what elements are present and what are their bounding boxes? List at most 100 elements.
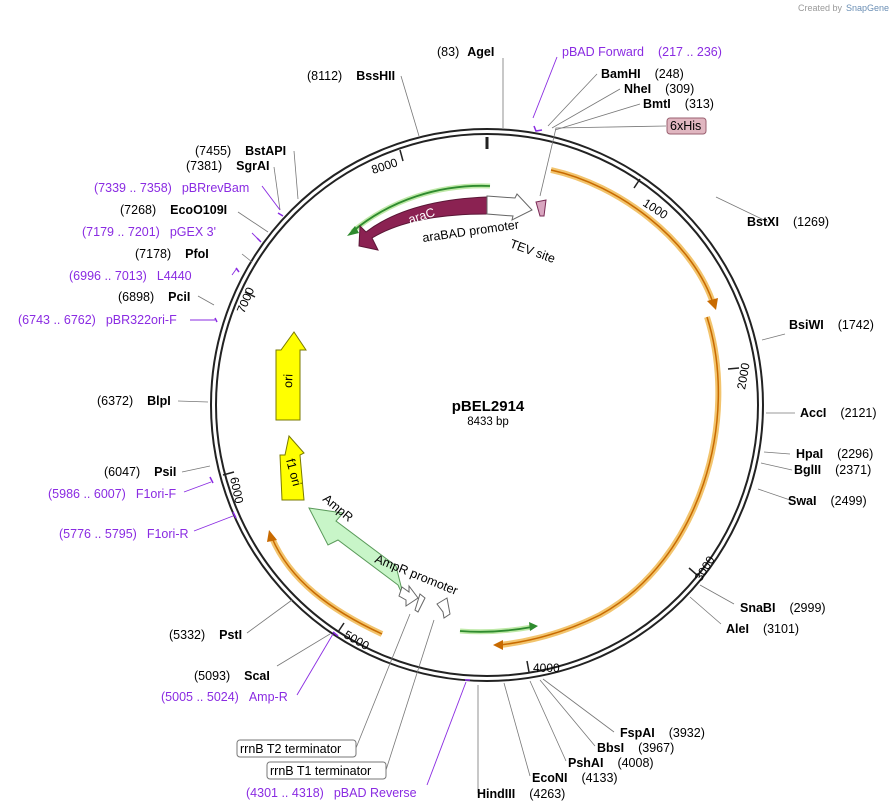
enzyme-pos-hindiii: (4263) [529,787,565,801]
rrnb-t2-feature[interactable] [414,593,426,613]
enzyme-sgrai: SgrAI [236,159,269,173]
svg-text:(83)AgeI: (83) AgeI [437,45,494,59]
tick-label-2000: 2000 [734,361,752,390]
svg-text:BsiWI(1742): BsiWI(1742) [789,318,874,332]
tick-label-3000: 3000 [692,553,718,583]
arabad-promoter-feature[interactable] [486,193,533,221]
enzyme-snabi: SnaBI [740,601,775,615]
enzyme-swai: SwaI [788,494,817,508]
ori-feature[interactable] [275,331,307,421]
enzyme-pos-blpi: (6372) [97,394,133,408]
enzyme-alei: AleI [726,622,749,636]
primer-range-l4440: (6996 .. 7013) [69,269,147,283]
enzyme-pos-bstapi: (7455) [195,144,231,158]
credit-prefix: Created by [798,3,843,13]
enzyme-fspai: FspAI [620,726,655,740]
his-tag-label: 6xHis [670,119,701,133]
green-arrow-top-head [347,226,359,236]
svg-text:PshAI(4008): PshAI(4008) [568,756,654,770]
tev-site-feature[interactable] [535,199,547,217]
primer-labels[interactable]: pBAD Forward(217 .. 236) (7339 .. 7358)p… [18,45,722,800]
svg-text:EcoNI(4133): EcoNI (4133) [532,771,618,785]
backbone-inner-ring [215,133,759,677]
enzyme-bstxi: BstXI [747,215,779,229]
primer-range-pbad-forward: (217 .. 236) [658,45,722,59]
enzyme-labels[interactable]: (83)AgeI BamHI(248) NheI(309) BmtI(313) … [97,45,877,801]
enzyme-econi: EcoNI [532,771,567,785]
enzyme-scai: ScaI [244,669,270,683]
tev-site-label: TEV site [508,237,557,266]
ori-label: ori [281,374,295,388]
enzyme-pos-agei: (83) [437,45,459,59]
svg-text:(5776 .. 5795)F1ori-R: (5776 .. 5795)F1ori-R [59,527,189,541]
svg-text:(7455)BstAPI: (7455) BstAPI [195,144,286,158]
enzyme-pos-snabi: (2999) [789,601,825,615]
svg-text:(6372)BlpI: (6372)BlpI [97,394,171,408]
svg-text:SwaI(2499): SwaI (2499) [788,494,867,508]
svg-text:(4301 .. 4318)pBAD Reverse: (4301 .. 4318)pBAD Reverse [246,786,417,800]
ampr-promoter-feature[interactable] [398,584,419,607]
tick-label-6000: 6000 [227,476,246,505]
enzyme-hindiii: HindIII [477,787,515,801]
enzyme-pos-bglii: (2371) [835,463,871,477]
enzyme-pos-pfoi: (7178) [135,247,171,261]
enzyme-acci: AccI [800,406,826,420]
svg-text:FspAI(3932): FspAI (3932) [620,726,705,740]
enzyme-agei: AgeI [467,45,494,59]
enzyme-pos-bamhi: (248) [655,67,684,81]
enzyme-pos-alei: (3101) [763,622,799,636]
primer-range-pbr322ori-f: (6743 .. 6762) [18,313,96,327]
svg-text:(7178)PfoI: (7178)PfoI [135,247,209,261]
enzyme-bamhi: BamHI [601,67,641,81]
enzyme-ecoo109i: EcoO109I [170,203,227,217]
enzyme-pos-acci: (2121) [840,406,876,420]
primer-range-amp-r: (5005 .. 5024) [161,690,239,704]
his-tag-label-box[interactable] [666,117,707,135]
enzyme-hpai: HpaI [796,447,823,461]
enzyme-pos-swai: (2499) [831,494,867,508]
svg-text:HpaI(2296): HpaI (2296) [796,447,873,461]
tick-marks [222,149,740,673]
primer-pbr322ori-f: pBR322ori-F [106,313,177,327]
enzyme-pos-fspai: (3932) [669,726,705,740]
primer-range-pgex3: (7179 .. 7201) [82,225,160,239]
enzyme-pos-hpai: (2296) [837,447,873,461]
enzyme-pos-bsshii: (8112) [307,69,342,83]
rrnb-t1-feature[interactable] [436,597,451,619]
enzyme-pos-bstxi: (1269) [793,215,829,229]
primer-marks [209,125,543,681]
svg-text:pBAD Forward(217 .. 236): pBAD Forward (217 .. 236) [562,45,722,59]
enzyme-pcii: PciI [168,290,190,304]
rrnb-t1-label-box[interactable] [266,761,387,780]
green-arrow-bottom-head [529,622,538,631]
primer-l4440: L4440 [157,269,192,283]
svg-text:SnaBI(2999): SnaBI (2999) [740,601,826,615]
backbone-outer-ring [210,128,764,682]
enzyme-pos-econi: (4133) [581,771,617,785]
f1-ori-feature[interactable] [279,434,305,501]
svg-text:AccI(2121): AccI (2121) [800,406,877,420]
enzyme-pos-bsiwi: (1742) [838,318,874,332]
enzyme-pos-sgrai: (7381) [186,159,222,173]
primer-pbad-reverse: pBAD Reverse [334,786,417,800]
enzyme-bstapi: BstAPI [245,144,286,158]
primer-pgex3: pGEX 3' [170,225,216,239]
rrnb-t2-label-box[interactable] [236,739,357,758]
enzyme-bmti: BmtI [643,97,671,111]
primer-range-f1ori-f: (5986 .. 6007) [48,487,126,501]
svg-text:BamHI(248): BamHI (248) [601,67,684,81]
primer-amp-r: Amp-R [249,690,288,704]
ampr-feature[interactable] [308,507,405,599]
arac-feature[interactable] [358,196,488,251]
green-arrow-top [351,184,491,233]
svg-text:(7268)EcoO109I: (7268)EcoO109I [120,203,227,217]
enzyme-psti: PstI [219,628,242,642]
svg-text:(6996 .. 7013)L4440: (6996 .. 7013) L4440 [69,269,192,283]
rrnb-t2-label: rrnB T2 terminator [240,742,341,756]
enzyme-pos-bbsi: (3967) [638,741,674,755]
svg-text:(5005 .. 5024)Amp-R: (5005 .. 5024) Amp-R [161,690,288,704]
enzyme-pos-nhei: (309) [665,82,694,96]
primer-pbad-forward: pBAD Forward [562,45,644,59]
plasmid-length: 8433 bp [467,416,509,428]
enzyme-psii: PsiI [154,465,176,479]
